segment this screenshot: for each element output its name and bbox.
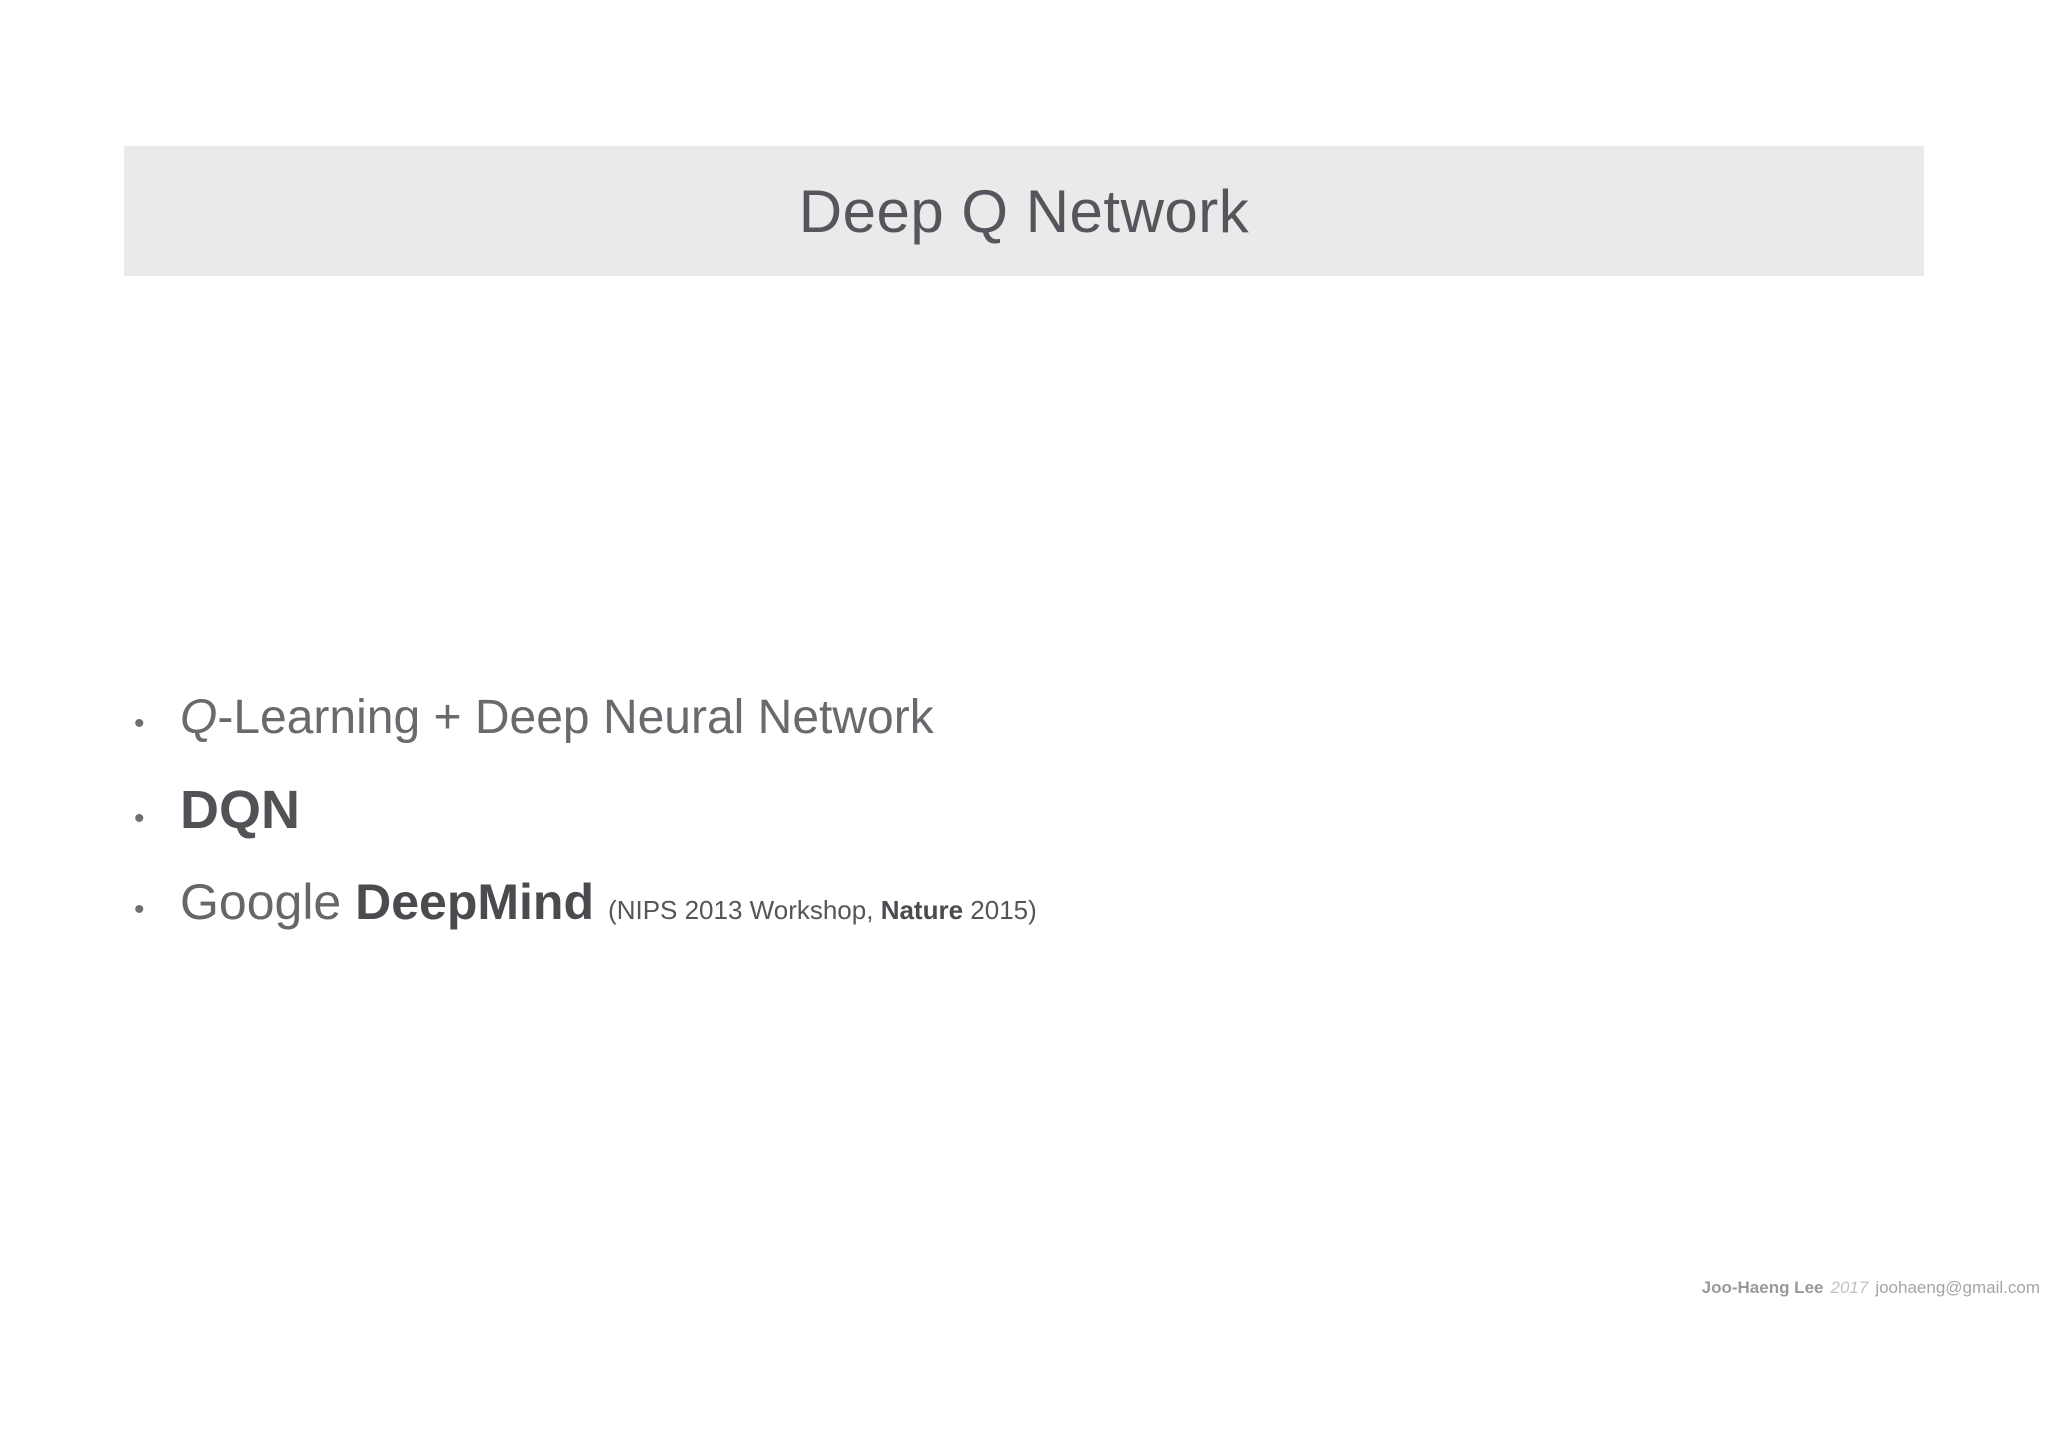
note-close: 2015) [963, 895, 1037, 925]
bullet-dot: • [134, 707, 145, 740]
bullet-deepmind-note: (NIPS 2013 Workshop, Nature 2015) [608, 895, 1037, 925]
note-open: (NIPS 2013 Workshop, [608, 895, 881, 925]
note-nature: Nature [880, 895, 964, 925]
bullet-qlearning-text: -Learning + Deep Neural Network [217, 691, 934, 744]
slide-title: Deep Q Network [798, 177, 1250, 245]
footer-year: 2017 [1830, 1278, 1869, 1297]
footer-author: Joo-Haeng Lee [1701, 1278, 1824, 1297]
bullet-qlearning-lead: Q [180, 691, 218, 744]
bullet-dot: • [134, 893, 145, 926]
title-bar: Deep Q Network [124, 146, 1924, 276]
bullet-item-qlearning: • Q-Learning + Deep Neural Network [134, 672, 1037, 764]
footer-credit: Joo-Haeng Lee 2017 joohaeng@gmail.com [1702, 1278, 2040, 1298]
bullet-deepmind-bold: DeepMind [355, 874, 595, 930]
bullet-list: • Q-Learning + Deep Neural Network • DQN •… [134, 672, 1037, 948]
footer-email: joohaeng@gmail.com [1875, 1278, 2040, 1297]
bullet-dot: • [134, 802, 145, 835]
bullet-item-dqn: • DQN [134, 764, 1037, 856]
bullet-item-deepmind: • Google DeepMind (NIPS 2013 Workshop, Nat… [134, 856, 1037, 948]
bullet-dqn-text: DQN [180, 780, 300, 840]
bullet-deepmind-regular: Google [180, 874, 356, 930]
